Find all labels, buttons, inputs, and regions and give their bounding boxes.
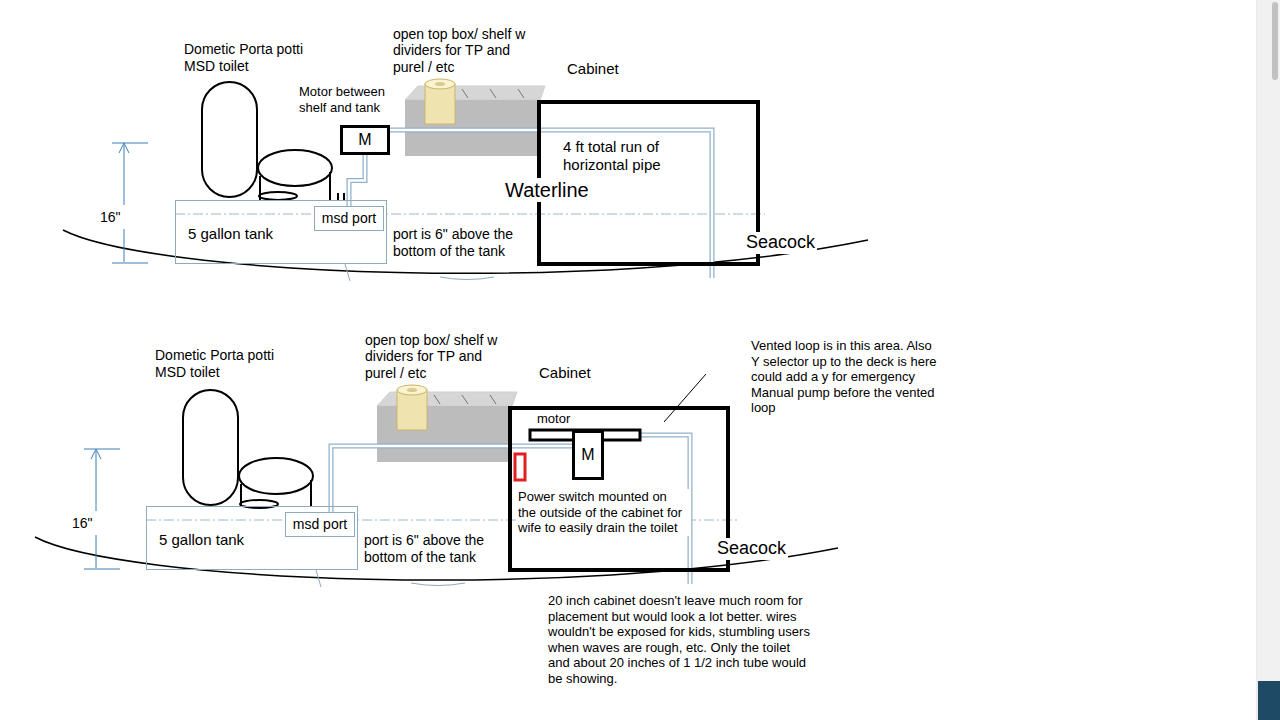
- toilet-leg: [259, 176, 261, 200]
- motor-box: M: [572, 430, 604, 480]
- hull-mark: [411, 583, 465, 586]
- shelf-box: open top box/ shelf w dividers for TP an…: [405, 86, 545, 156]
- shelf-divider: [490, 395, 496, 404]
- note-label: Motor between shelf and tank: [299, 84, 409, 115]
- pipe-bore: [541, 130, 712, 278]
- dimension-tick: [84, 569, 120, 570]
- toilet-leg: [240, 484, 242, 506]
- pipe-connector: [390, 130, 537, 131]
- pipe-bore: [390, 129, 537, 132]
- box-heading: open top box/ shelf w dividers for TP an…: [393, 26, 543, 76]
- note-label: Waterline: [503, 178, 591, 202]
- note-label: Dometic Porta potti MSD toilet: [155, 347, 305, 381]
- dimension-tick: [112, 263, 148, 264]
- toilet-leg: [329, 172, 331, 200]
- dimension-line: [96, 535, 97, 568]
- dimension-tick: [84, 449, 120, 450]
- pipe-wall: [349, 155, 365, 206]
- toilet-leg: [310, 480, 312, 506]
- shelf-divider: [462, 395, 468, 404]
- box-heading: Cabinet: [567, 60, 619, 78]
- tank-box: 5 gallon tank msd port: [146, 506, 358, 570]
- tank-box: 5 gallon tank msd port: [175, 200, 387, 264]
- box-text: M: [581, 445, 594, 464]
- toilet-outlet: [337, 193, 339, 200]
- dimension-tick: [112, 143, 148, 144]
- port-box: msd port: [314, 206, 384, 231]
- dimension-line: [96, 451, 97, 511]
- toilet-paper-core: [435, 82, 445, 86]
- note-label: Dometic Porta potti MSD toilet: [184, 41, 334, 75]
- tank-support: [345, 264, 350, 281]
- box-text: M: [358, 130, 371, 149]
- note-label: 20 inch cabinet doesn't leave much room …: [548, 593, 813, 687]
- shelf-box: open top box/ shelf w dividers for TP an…: [377, 392, 517, 462]
- toilet-seat: [259, 192, 297, 200]
- toilet-outlet: [343, 193, 345, 200]
- scrollbar-track: [1258, 0, 1280, 720]
- toilet-tank: [183, 390, 238, 505]
- pipe-connector: [349, 155, 365, 206]
- motor-box: M: [340, 125, 390, 155]
- toilet-paper-roll-top: [397, 385, 427, 395]
- toilet-paper-roll: [397, 390, 427, 430]
- port-box: msd port: [285, 512, 355, 537]
- dimension-line: [124, 145, 125, 205]
- box-text: 5 gallon tank: [188, 225, 273, 243]
- shelf-divider: [462, 89, 468, 98]
- box-text: 5 gallon tank: [159, 531, 244, 549]
- note-label: motor: [537, 411, 570, 427]
- box-heading: open top box/ shelf w dividers for TP an…: [365, 332, 515, 382]
- waterline: [175, 214, 765, 215]
- box-heading: Cabinet: [539, 364, 591, 382]
- note-label: port is 6" above the bottom of the tank: [393, 226, 533, 260]
- toilet-paper-core: [407, 388, 417, 392]
- note-label: Seacock: [744, 232, 817, 254]
- dimension-arrow: [91, 449, 101, 459]
- box-text: msd port: [322, 210, 376, 227]
- toilet-bowl: [239, 458, 313, 494]
- toilet-tank: [202, 82, 257, 197]
- note-label: 16": [100, 209, 121, 226]
- shelf-divider: [490, 89, 496, 98]
- note-label: 16": [72, 515, 93, 532]
- pipe-bore: [349, 155, 365, 206]
- corner-button: [1258, 681, 1280, 720]
- toilet-bowl: [258, 150, 332, 186]
- toilet-paper-roll-top: [425, 79, 455, 89]
- shelf-divider: [434, 395, 440, 404]
- note-label: Seacock: [715, 538, 788, 560]
- note-label: Power switch mounted on the outside of t…: [516, 489, 690, 536]
- dimension-arrow: [119, 143, 129, 153]
- dimension-line: [124, 229, 125, 262]
- scrollbar-thumb: [1272, 2, 1278, 80]
- toilet-paper-roll: [425, 84, 455, 124]
- power-switch: [515, 454, 525, 480]
- leader-line: [664, 374, 706, 422]
- box-text: msd port: [293, 516, 347, 533]
- note-label: Vented loop is in this area. Also Y sele…: [751, 338, 941, 416]
- pipe-wall: [390, 128, 537, 133]
- tank-support: [316, 570, 321, 587]
- shelf-divider: [518, 89, 524, 98]
- hull-mark: [440, 277, 494, 280]
- pipe: [541, 130, 712, 278]
- note-label: port is 6" above the bottom of the tank: [364, 532, 504, 566]
- scrollbar-edge: [1257, 0, 1258, 720]
- box-text: 4 ft total run of horizontal pipe: [563, 138, 698, 174]
